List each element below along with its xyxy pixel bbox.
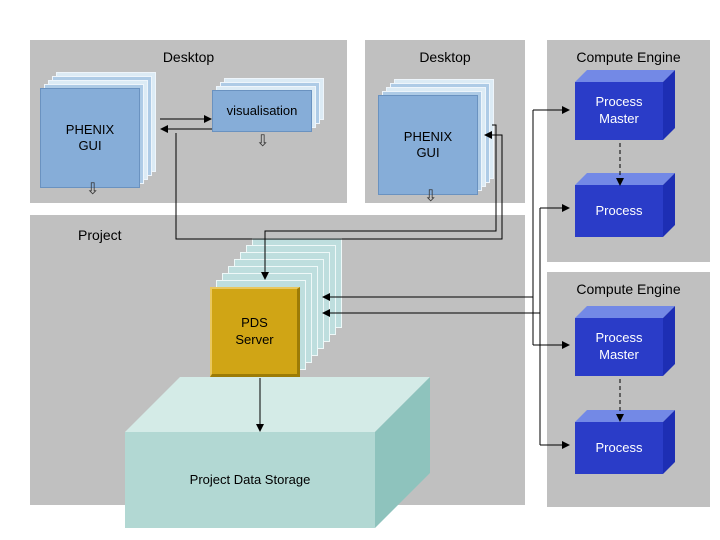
node-process-top: Process [575,173,675,237]
panel-compute-engine-top-label: Compute Engine [576,49,681,65]
node-phenix-gui-right-label: PHENIX GUI [378,95,478,195]
cycle-arrow-icon: ⇩ [86,181,100,198]
node-process-master-top-label: Process Master [575,82,663,140]
node-process-top-label: Process [575,185,663,237]
node-process-bottom-label: Process [575,422,663,474]
node-visualisation: visualisation [212,78,324,132]
box-side-face [663,70,675,140]
box-side-face [663,306,675,376]
node-process-master-bottom-label: Process Master [575,318,663,376]
box-side-face [663,410,675,474]
node-phenix-gui-right: PHENIX GUI [378,79,494,195]
panel-desktop-right-label: Desktop [419,49,471,65]
box-top-face [575,306,675,318]
node-pds-server: PDS Server [210,238,342,377]
node-pds-server-label: PDS Server [210,287,300,377]
box-side-face [663,173,675,237]
panel-project-label: Project [78,227,122,243]
node-visualisation-label: visualisation [212,90,312,132]
node-project-data-storage: Project Data Storage [125,377,430,528]
box-top-face [575,173,675,185]
node-process-master-top: Process Master [575,70,675,140]
panel-compute-engine-bottom-label: Compute Engine [576,281,681,297]
node-phenix-gui-left: PHENIX GUI [40,72,156,188]
box-top-face [575,410,675,422]
node-process-master-bottom: Process Master [575,306,675,376]
node-phenix-gui-left-label: PHENIX GUI [40,88,140,188]
panel-desktop-left-label: Desktop [162,49,215,65]
cycle-arrow-icon: ⇩ [424,188,438,205]
box-top-face [575,70,675,82]
node-project-data-storage-label: Project Data Storage [125,432,375,528]
node-process-bottom: Process [575,410,675,474]
cycle-arrow-icon: ⇩ [256,133,270,150]
